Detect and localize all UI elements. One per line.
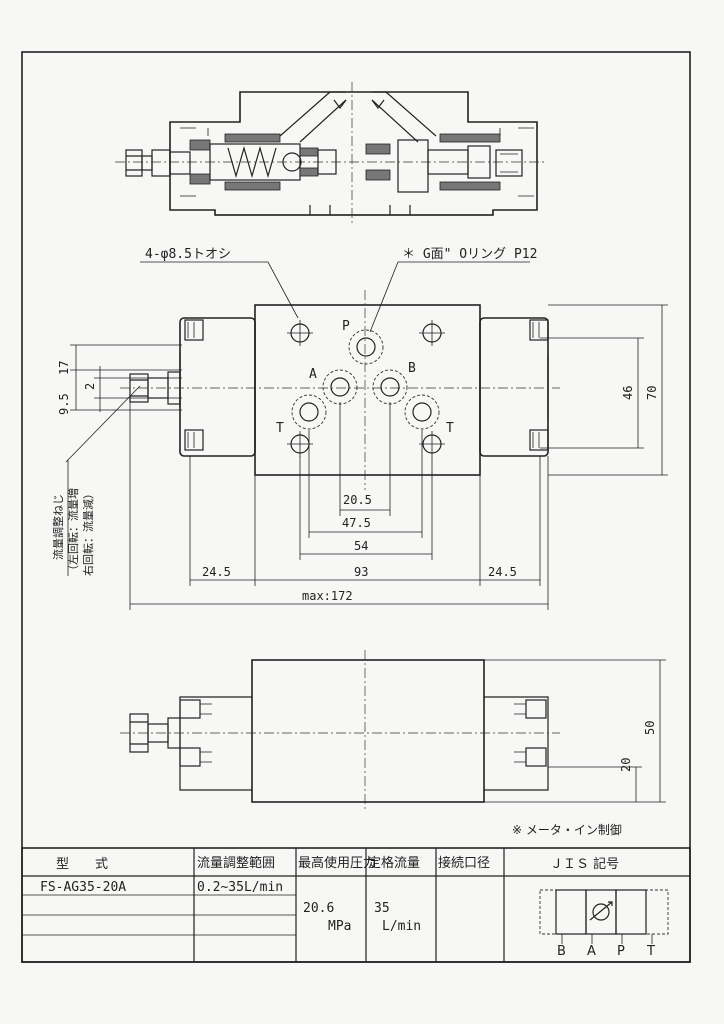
header-port-size: 接続口径 — [438, 855, 490, 871]
adjust-screw-right: 右回転：流量減） — [81, 488, 95, 576]
dim-max-172: max:172 — [302, 589, 353, 603]
dim-54: 54 — [354, 539, 368, 553]
left-dimensions: 17 9.5 2 — [57, 344, 182, 415]
adjust-screw-title: 流量調整ねじ — [51, 494, 65, 560]
meter-in-note: ※ メータ・イン制御 — [512, 822, 622, 837]
jis-port-p: P — [617, 944, 625, 959]
port-t-right-label: T — [446, 421, 454, 436]
header-flow-range: 流量調整範囲 — [197, 856, 275, 871]
section-view — [115, 82, 545, 225]
right-dimensions: 46 70 — [540, 304, 668, 476]
horizontal-dimensions: 20.5 47.5 54 24.5 93 24.5 max:172 — [129, 402, 549, 610]
dim-46: 46 — [621, 386, 635, 400]
rated-flow-value: 35 — [374, 901, 390, 916]
adjust-screw-left: （左回転：流量増 — [66, 488, 80, 576]
header-model: 型 式 — [56, 857, 108, 872]
port-t-left-label: T — [276, 421, 284, 436]
pressure-unit: MPa — [328, 919, 351, 934]
dim-50: 50 — [643, 721, 657, 735]
dim-20: 20 — [619, 758, 633, 772]
jis-symbol: B A P T — [539, 889, 669, 959]
plan-view — [120, 290, 560, 490]
dim-24-5-right: 24.5 — [488, 565, 517, 579]
oring-note: ＊ G面" Oリング P12 — [402, 247, 537, 262]
port-p-label: P — [342, 319, 350, 334]
jis-port-b: B — [557, 944, 566, 959]
header-rated-flow: 定格流量 — [368, 855, 420, 871]
flow-range-value: 0.2~35L/min — [197, 880, 283, 895]
dim-17: 17 — [57, 361, 71, 375]
dim-70: 70 — [645, 386, 659, 400]
dim-93: 93 — [354, 565, 368, 579]
front-view: 50 20 — [120, 650, 666, 812]
dim-24-5-left: 24.5 — [202, 565, 231, 579]
rated-flow-unit: L/min — [382, 919, 421, 934]
dim-20-5: 20.5 — [343, 493, 372, 507]
model-value: FS-AG35-20A — [40, 880, 126, 895]
holes-note: 4-φ8.5トオシ — [145, 247, 231, 262]
port-a-label: A — [309, 367, 317, 382]
header-jis-symbol: ＪＩＳ 記号 — [550, 856, 619, 872]
dim-2: 2 — [83, 383, 97, 390]
dim-47-5: 47.5 — [342, 516, 371, 530]
dim-9-5: 9.5 — [57, 393, 71, 415]
port-b-label: B — [408, 361, 416, 376]
header-max-pressure: 最高使用圧力 — [298, 855, 376, 871]
pressure-value: 20.6 — [303, 901, 334, 916]
jis-port-a: A — [587, 944, 596, 959]
spec-table: 型 式 流量調整範囲 最高使用圧力 定格流量 接続口径 ＪＩＳ 記号 FS-AG… — [21, 847, 691, 963]
jis-port-t: T — [646, 944, 655, 959]
